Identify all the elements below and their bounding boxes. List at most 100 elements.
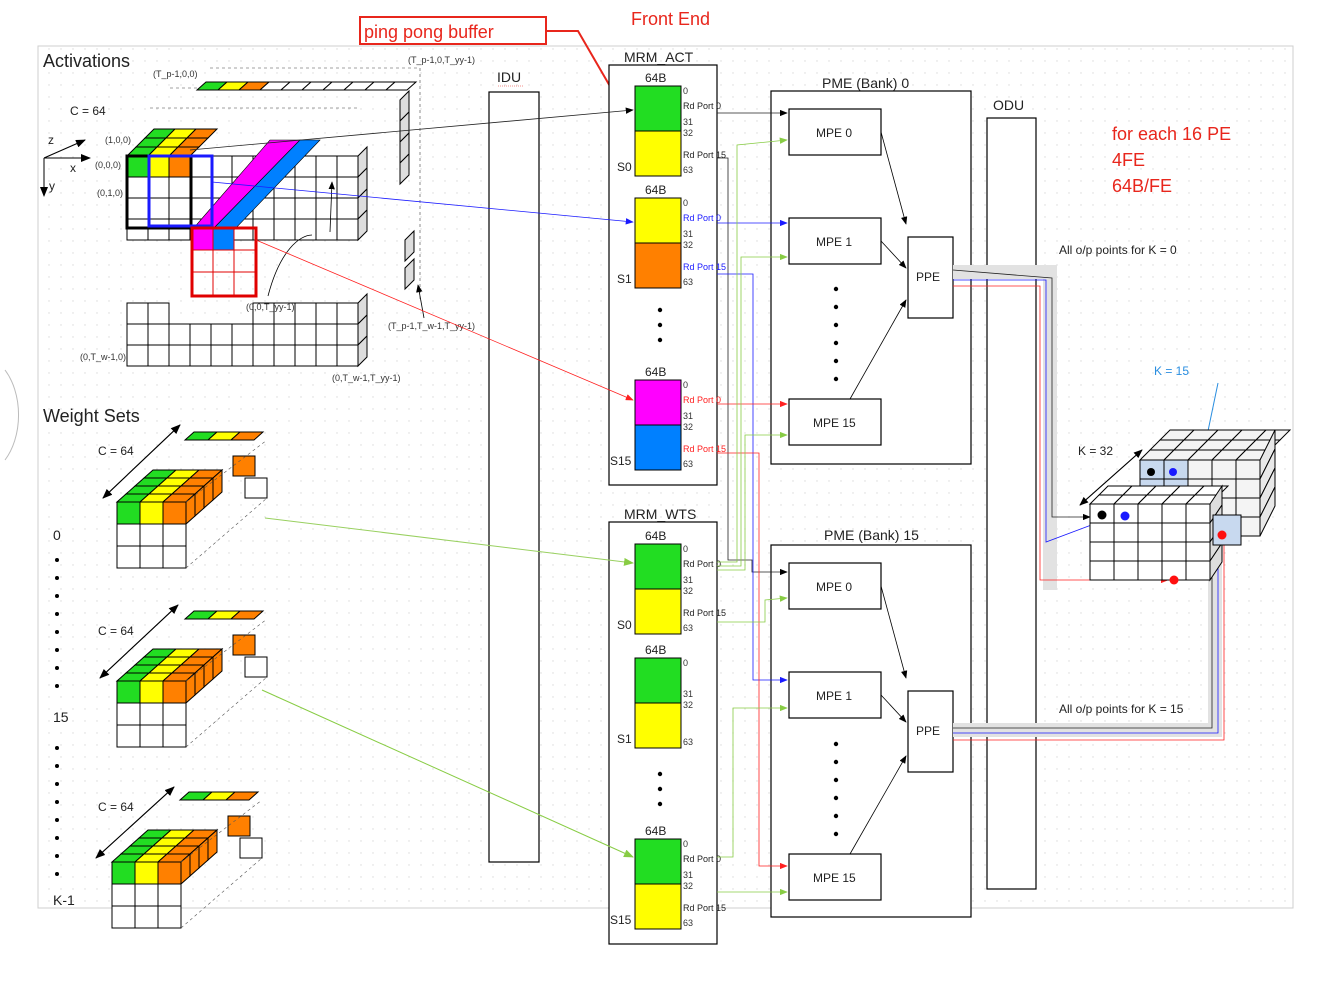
corner-label-8: (0,T_w-1,0)	[80, 352, 126, 362]
output-back-side-cell	[1259, 486, 1276, 537]
wts-bank-s1-index: 0	[683, 658, 688, 668]
wts-bank-s0-index: 31	[683, 575, 693, 585]
weight-dot	[55, 800, 59, 804]
connections	[189, 107, 1225, 896]
weight-cell	[116, 680, 141, 704]
activation-cell	[189, 344, 212, 367]
red-window	[190, 226, 258, 298]
activation-cell	[315, 176, 338, 199]
weight-cell	[134, 861, 159, 885]
corner-label-1: (T_p-1,0,0)	[153, 69, 198, 79]
activation-cell	[273, 218, 296, 241]
activation-right-face	[357, 89, 415, 368]
blue-cell	[212, 227, 235, 251]
weight-cell	[111, 861, 136, 885]
weight-cell	[162, 523, 187, 547]
wts-bank-s1-size: 64B	[645, 643, 666, 657]
idu-label: IDU	[497, 69, 521, 85]
corner-label-3: (1,0,0)	[105, 135, 131, 145]
pme15-mpe-1-label: MPE 1	[816, 689, 852, 703]
output-cell	[1185, 541, 1211, 562]
act-bank-s15-port: Rd Port 15	[683, 444, 726, 454]
activation-top-cell	[185, 128, 219, 139]
activation-cell	[147, 176, 170, 199]
pme0-ppe-label: PPE	[916, 270, 940, 284]
weight-cell	[116, 545, 141, 569]
wts-bank-s15-port: Rd Port 15	[683, 903, 726, 913]
mrm-wts-dots	[657, 771, 663, 807]
pme0-dots	[833, 286, 839, 382]
activation-cell	[315, 155, 338, 178]
act-bank-s15-index: 63	[683, 459, 693, 469]
act-bank-s0-lower	[634, 130, 682, 177]
output-cell	[1113, 522, 1139, 543]
activation-cell	[147, 344, 170, 367]
activation-cell	[315, 197, 338, 220]
activation-cell	[147, 155, 170, 178]
act-bank-s0-index: 31	[683, 117, 693, 127]
weight-cell	[139, 680, 164, 704]
output-cell	[1137, 541, 1163, 562]
output-back-cell	[1211, 459, 1237, 480]
act-bank-s15-index: 32	[683, 422, 693, 432]
out-dot-back-black	[1147, 468, 1155, 476]
wts-bank-s0-size: 64B	[645, 529, 666, 543]
act-bank-s15-index: 31	[683, 411, 693, 421]
output-k15-label: All o/p points for K = 15	[1059, 702, 1184, 716]
act-bank-s1-index: 32	[683, 240, 693, 250]
weight-dot	[55, 782, 59, 786]
activation-cell	[273, 197, 296, 220]
wts-bank-s1-upper	[634, 657, 682, 704]
act-bank-s0-upper	[634, 85, 682, 132]
ping-pong-label: ping pong buffer	[364, 22, 494, 42]
activation-cell	[168, 344, 191, 367]
output-cell	[1137, 503, 1163, 524]
wts-bank-s15-index: 0	[683, 839, 688, 849]
note-line-1: for each 16 PE	[1112, 124, 1231, 144]
weight-dot	[55, 854, 59, 858]
weight-dot	[55, 836, 59, 840]
activation-cell	[336, 155, 359, 178]
activation-cell	[168, 323, 191, 346]
weight-far-cell	[244, 477, 268, 499]
wts-bank-s1-lower	[634, 702, 682, 749]
weight-cell	[139, 523, 164, 547]
activation-cell	[315, 302, 338, 325]
activation-cell	[294, 323, 317, 346]
activation-cell	[168, 197, 191, 220]
act-bank-s15-size: 64B	[645, 365, 666, 379]
weight-dot	[55, 746, 59, 750]
activation-cell	[294, 197, 317, 220]
weight-set-15	[115, 610, 268, 748]
pme0-mpe-15-label: MPE 15	[813, 416, 856, 430]
pme0-mpe-15	[788, 398, 882, 446]
k15-label: K = 15	[1154, 364, 1189, 378]
act-bank-s1-port: Rd Port 0	[683, 213, 721, 223]
activation-cell	[189, 323, 212, 346]
output-highlight-cell	[1212, 514, 1242, 546]
weight-index-15: 15	[53, 709, 69, 725]
act-bank-s1-size: 64B	[645, 183, 666, 197]
wts-bank-s1-index: 63	[683, 737, 693, 747]
output-back-cell	[1235, 497, 1261, 518]
output-cell	[1113, 541, 1139, 562]
weight-side-cell	[212, 647, 223, 681]
weight-cell	[162, 680, 187, 704]
mrm-wts-title: MRM_WTS	[624, 506, 696, 522]
activation-side-cell	[357, 208, 368, 242]
output-cell	[1185, 522, 1211, 543]
weight-far-cell	[232, 455, 256, 477]
activation-cell	[126, 176, 149, 199]
activation-cell	[126, 302, 149, 325]
weights-panel: Weight Sets C = 64 C = 64 C = 64 0 15 K-…	[43, 406, 268, 929]
activation-cell	[315, 344, 338, 367]
axis-z: z	[48, 133, 54, 147]
act-bank-s1-index: 63	[683, 277, 693, 287]
odu-block	[986, 117, 1037, 890]
act-bank-s0-size: 64B	[645, 71, 666, 85]
activation-cell	[336, 344, 359, 367]
weight-far-cell	[244, 656, 268, 678]
act-bank-s1-index: 0	[683, 198, 688, 208]
